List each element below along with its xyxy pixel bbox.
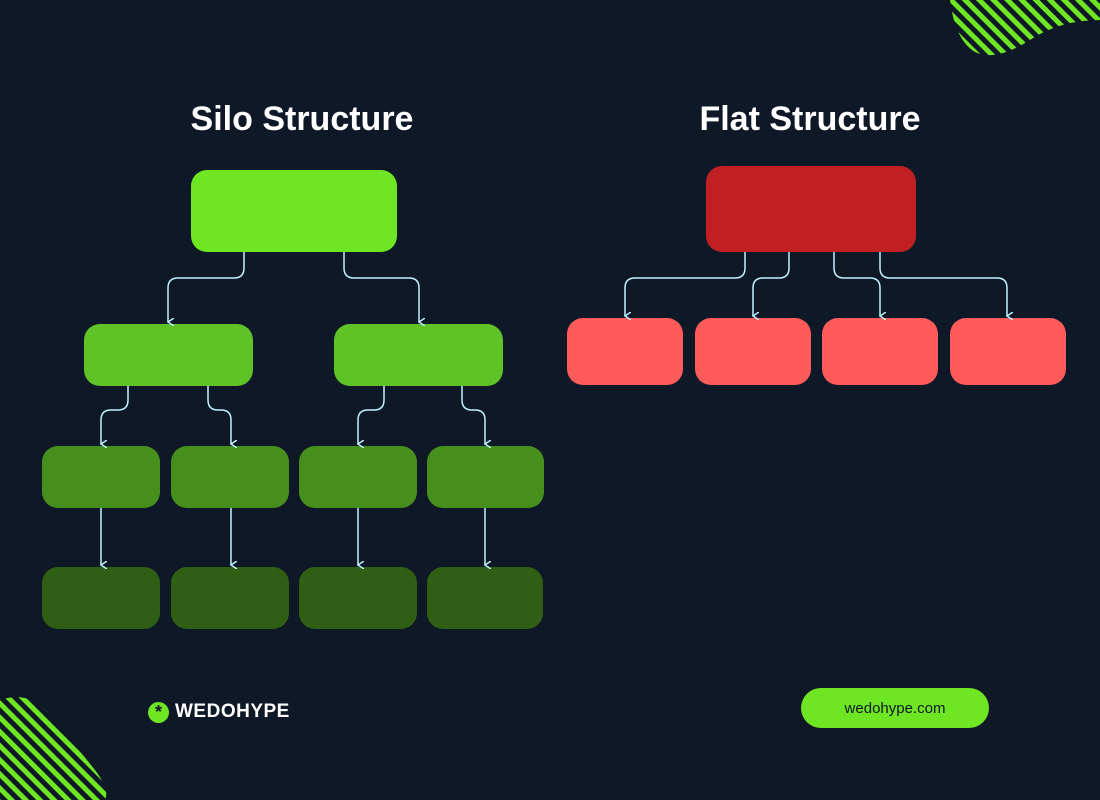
silo-level2-node: [334, 324, 503, 386]
silo-root-node: [191, 170, 397, 252]
silo-level3-node: [42, 446, 160, 508]
silo-level2-node: [84, 324, 253, 386]
flat-connector-arrow: [753, 252, 790, 316]
silo-structure-title: Silo Structure: [190, 100, 414, 138]
stripe-blob-top-right: [950, 0, 1100, 56]
asterisk-icon: *: [148, 701, 169, 723]
flat-root-node: [706, 166, 916, 252]
silo-connector-arrow: [168, 252, 245, 322]
flat-child-node: [567, 318, 683, 385]
silo-connector-arrow: [461, 386, 485, 444]
silo-level3-node: [299, 446, 417, 508]
silo-level3-node: [171, 446, 289, 508]
stripe-blob-bottom-left: [0, 697, 107, 800]
flat-child-node: [822, 318, 938, 385]
flat-child-node: [695, 318, 811, 385]
silo-level4-node: [427, 567, 543, 629]
brand-name: WEDOHYPE: [175, 701, 290, 722]
flat-connector-arrow: [879, 252, 1007, 316]
website-url-pill[interactable]: wedohype.com: [801, 688, 989, 728]
silo-connector-arrow: [358, 386, 385, 444]
flat-connector-arrow: [833, 252, 880, 316]
silo-connector-arrow: [101, 386, 129, 444]
silo-level3-node: [427, 446, 544, 508]
flat-connector-arrow: [625, 252, 746, 316]
silo-level4-node: [42, 567, 160, 629]
silo-level4-node: [171, 567, 289, 629]
silo-level4-node: [299, 567, 417, 629]
silo-connector-arrow: [207, 386, 231, 444]
silo-connector-arrow: [343, 252, 419, 322]
flat-structure-title: Flat Structure: [699, 100, 921, 138]
flat-child-node: [950, 318, 1066, 385]
brand-logo: * WEDOHYPE: [148, 701, 290, 723]
